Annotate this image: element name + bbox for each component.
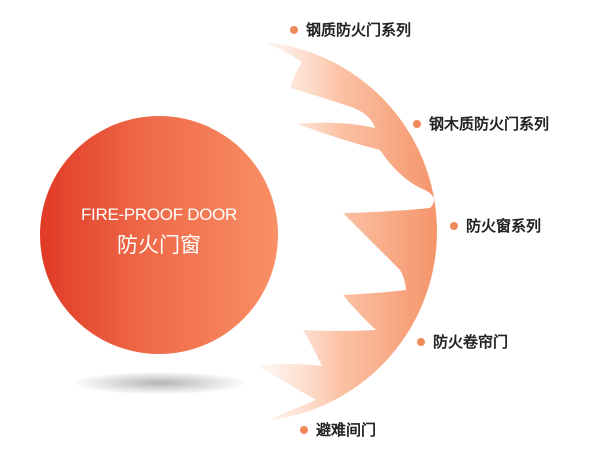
flame-shape	[258, 42, 437, 420]
item-label: 钢木质防火门系列	[429, 115, 550, 133]
list-item: 钢质防火门系列	[290, 19, 411, 40]
main-circle: FIRE-PROOF DOOR 防火门窗	[40, 116, 278, 354]
bullet-dot-icon	[300, 425, 308, 434]
list-item: 避难间门	[300, 419, 376, 440]
item-label: 防火卷帘门	[433, 333, 509, 351]
bullet-dot-icon	[290, 25, 298, 34]
item-label: 防火窗系列	[466, 217, 542, 235]
list-item: 钢木质防火门系列	[413, 113, 549, 134]
center-title-cn: 防火门窗	[117, 233, 201, 257]
list-item: 防火窗系列	[450, 215, 541, 236]
item-label: 避难间门	[316, 421, 377, 439]
bullet-dot-icon	[450, 221, 458, 230]
bullet-dot-icon	[413, 119, 421, 128]
list-item: 防火卷帘门	[417, 331, 508, 352]
circle-shadow	[75, 372, 245, 394]
center-title-en: FIRE-PROOF DOOR	[80, 205, 238, 224]
item-label: 钢质防火门系列	[306, 21, 412, 39]
bullet-dot-icon	[417, 337, 425, 346]
